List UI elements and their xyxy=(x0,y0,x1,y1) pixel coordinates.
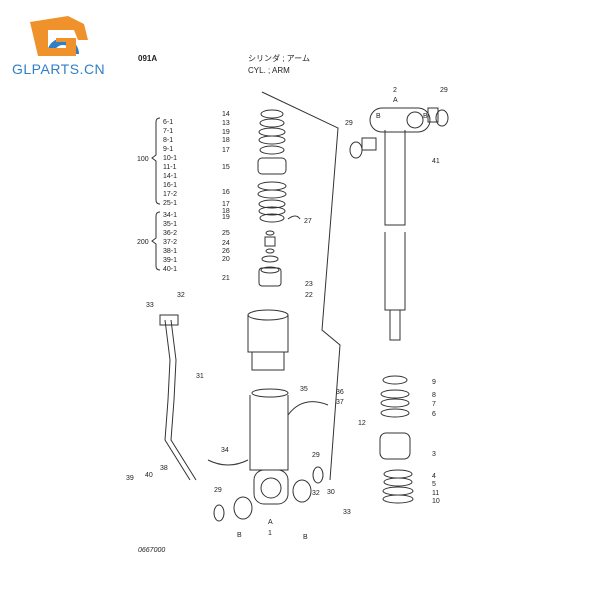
kit-item: 8-1 xyxy=(163,137,173,144)
excavator-gear-logo-icon xyxy=(30,16,96,72)
callout: 38 xyxy=(160,465,168,472)
callout: 12 xyxy=(358,420,366,427)
callout: 36 xyxy=(336,389,344,396)
piston-rod xyxy=(349,107,449,504)
cylinder-tube xyxy=(247,309,289,505)
callout: 40 xyxy=(145,472,153,479)
callout: B xyxy=(423,113,428,120)
callout: 25 xyxy=(222,230,230,237)
kit-item: 40-1 xyxy=(163,266,177,273)
kit-item: 14-1 xyxy=(163,173,177,180)
callout: 17 xyxy=(222,201,230,208)
title-jp: シリンダ ; アーム xyxy=(248,54,310,63)
kit-100-list: 100 6-1 7-1 8-1 9-1 10-1 11-1 14-1 16-1 … xyxy=(137,117,177,207)
diagram-code: 091A xyxy=(138,54,158,63)
pipe-line xyxy=(159,314,197,481)
assembly-line xyxy=(261,91,341,481)
callout: 7 xyxy=(432,401,436,408)
tube-callouts: 33 32 31 35 36 37 34 38 39 40 29 29 32 3… xyxy=(126,292,351,541)
callout: 4 xyxy=(432,473,436,480)
kit-item: 39-1 xyxy=(163,257,177,264)
callout: 27 xyxy=(304,218,312,225)
callout: 29 xyxy=(345,120,353,127)
clamp-band xyxy=(287,401,329,416)
callout: 8 xyxy=(432,392,436,399)
kit-item: 25-1 xyxy=(163,200,177,207)
callout: 11 xyxy=(432,490,439,497)
kit-item: 17-2 xyxy=(163,191,177,198)
callout: 26 xyxy=(222,248,230,255)
callout: 6 xyxy=(432,411,436,418)
callout: 1 xyxy=(268,530,272,537)
callout: 24 xyxy=(222,240,230,247)
callout: 18 xyxy=(222,208,230,215)
kit-item: 38-1 xyxy=(163,248,177,255)
callout: 3 xyxy=(432,451,436,458)
callout: B xyxy=(237,532,242,539)
callout: 39 xyxy=(126,475,134,482)
callout: A xyxy=(393,97,398,104)
callout: A xyxy=(268,519,273,526)
callout: 32 xyxy=(177,292,185,299)
clamp-band xyxy=(207,459,249,466)
callout: 14 xyxy=(222,111,230,118)
kit-item: 6-1 xyxy=(163,119,173,126)
title-en: CYL. ; ARM xyxy=(248,66,290,75)
callout: 31 xyxy=(196,373,204,380)
kit-100-label: 100 xyxy=(137,156,149,163)
kit-item: 37-2 xyxy=(163,239,177,246)
logo-text: GLPARTS.CN xyxy=(12,61,106,77)
logo xyxy=(8,10,118,85)
kit-item: 16-1 xyxy=(163,182,177,189)
callout: 34 xyxy=(221,447,229,454)
kit-item: 34-1 xyxy=(163,212,177,219)
callout: 32 xyxy=(312,490,320,497)
callout: 33 xyxy=(146,302,154,309)
callout: 29 xyxy=(312,452,320,459)
callout: 5 xyxy=(432,481,436,488)
callout: 23 xyxy=(305,281,313,288)
drawing-number: 0667000 xyxy=(138,547,165,554)
kit-item: 10-1 xyxy=(163,155,177,162)
kit-item: 35-1 xyxy=(163,221,177,228)
callout: 30 xyxy=(327,489,335,496)
callout: 33 xyxy=(343,509,351,516)
callout: 21 xyxy=(222,275,230,282)
callout: 19 xyxy=(222,214,230,221)
callout: 19 xyxy=(222,129,230,136)
kit-item: 7-1 xyxy=(163,128,173,135)
callout: 15 xyxy=(222,164,230,171)
kit-200-list: 200 34-1 35-1 36-2 37-2 38-1 39-1 40-1 xyxy=(137,211,177,273)
callout: 2 xyxy=(393,87,397,94)
callout: 29 xyxy=(440,87,448,94)
callout: 41 xyxy=(432,158,440,165)
callout: 17 xyxy=(222,147,230,154)
callout: 10 xyxy=(432,498,440,505)
callout: 18 xyxy=(222,137,230,144)
kit-200-label: 200 xyxy=(137,239,149,246)
kit-item: 9-1 xyxy=(163,146,173,153)
callout: 29 xyxy=(214,487,222,494)
callout: 22 xyxy=(305,292,313,299)
kit-item: 36-2 xyxy=(163,230,177,237)
piston-seal-stack xyxy=(257,109,301,287)
callout: B xyxy=(376,113,381,120)
piston-callouts: 14 13 19 18 17 15 16 17 18 19 27 25 24 2… xyxy=(222,111,313,299)
rod-callouts: 2 A B B 29 29 41 9 8 7 6 12 3 4 5 11 10 xyxy=(345,87,448,505)
callout: B xyxy=(303,534,308,541)
callout: 20 xyxy=(222,256,230,263)
callout: 35 xyxy=(300,386,308,393)
callout: 9 xyxy=(432,379,436,386)
callout: 16 xyxy=(222,189,230,196)
kit-item: 11-1 xyxy=(163,164,177,171)
callout: 37 xyxy=(336,399,344,406)
callout: 13 xyxy=(222,120,230,127)
